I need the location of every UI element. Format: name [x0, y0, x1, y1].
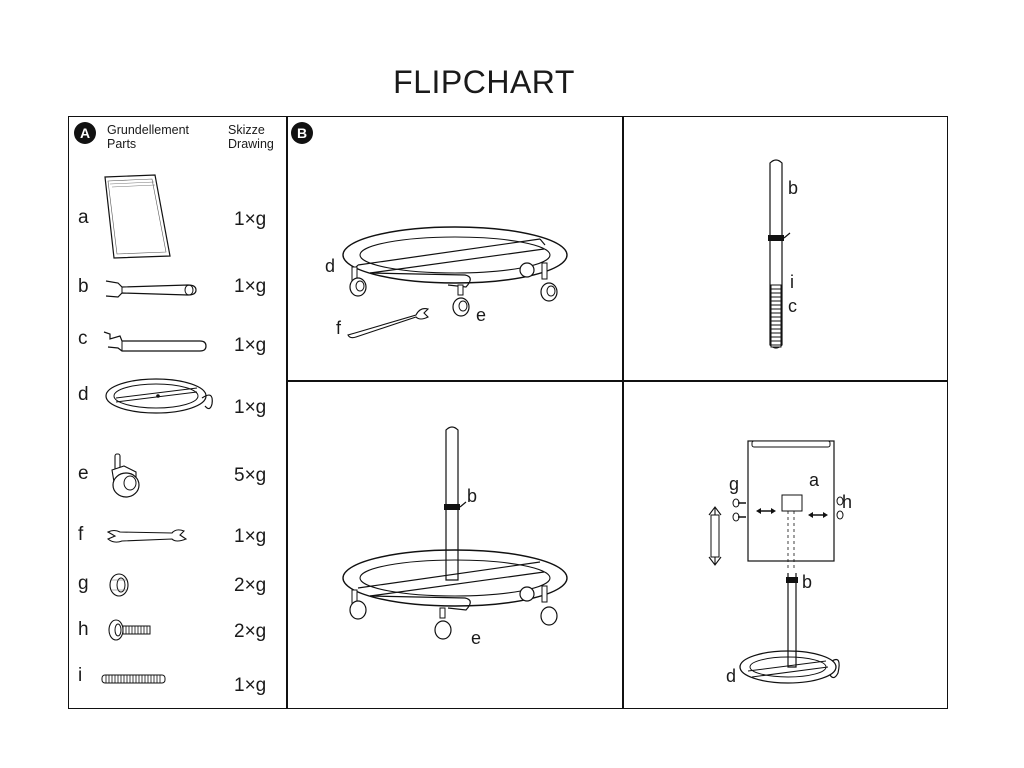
caster-icon	[540, 585, 558, 626]
drawing-header-de: Skizze	[228, 123, 265, 137]
part-quantity: 1×g	[234, 397, 267, 418]
part-quantity: 1×g	[234, 276, 267, 297]
drawing-header-en: Drawing	[228, 137, 274, 151]
drawing-column-header: Skizze Drawing	[228, 123, 274, 151]
part-letter: f	[78, 524, 84, 545]
step2-label-b: b	[788, 178, 799, 198]
step4-label-g: g	[729, 474, 740, 494]
parts-header-de: Grundellement	[107, 123, 189, 137]
part-a-board-drawing	[104, 174, 171, 259]
part-letter: a	[78, 207, 89, 228]
step4-flipchart-assembly-drawing	[708, 440, 844, 684]
part-letter: h	[78, 619, 89, 640]
step2-label-i: i	[790, 272, 794, 292]
caster-icon	[519, 262, 535, 278]
wrench-icon	[347, 308, 430, 339]
parts-column-header: Grundellement Parts	[107, 123, 189, 151]
step3-label-b: b	[467, 486, 478, 506]
part-letter: c	[78, 328, 88, 349]
step3-stand-assembly-drawing	[342, 426, 568, 640]
step1-label-f: f	[336, 318, 342, 338]
part-quantity: 2×g	[234, 575, 267, 596]
step1-label-d: d	[325, 256, 336, 276]
part-quantity: 1×g	[234, 675, 267, 696]
part-quantity: 1×g	[234, 209, 267, 230]
caster-icon	[452, 284, 470, 317]
page-title: FLIPCHART	[393, 64, 575, 100]
knob-icon	[732, 498, 746, 522]
double-arrow-vertical-icon	[708, 506, 722, 566]
part-e-caster-drawing	[111, 453, 140, 498]
step4-label-d: d	[726, 666, 737, 686]
instruction-frame	[68, 116, 948, 709]
caster-icon	[540, 262, 558, 302]
part-letter: d	[78, 384, 89, 405]
step4-label-a: a	[809, 470, 820, 490]
step2-label-c: c	[788, 296, 797, 316]
part-g-knob-drawing	[109, 573, 129, 597]
divider-rows	[286, 380, 947, 382]
caster-icon	[434, 607, 452, 640]
knob-icon	[836, 496, 844, 520]
divider-parts	[286, 117, 288, 708]
part-quantity: 5×g	[234, 465, 267, 486]
step2-tube-assembly-drawing	[768, 159, 791, 349]
part-f-wrench-drawing	[106, 529, 188, 543]
part-letter: i	[78, 665, 83, 686]
double-arrow-horizontal-icon	[756, 508, 776, 514]
caster-icon	[349, 589, 367, 620]
part-d-base-drawing	[105, 378, 213, 414]
caster-icon	[519, 586, 535, 602]
step3-label-e: e	[471, 628, 482, 648]
part-b-tube-drawing	[105, 280, 197, 298]
part-letter: e	[78, 463, 89, 484]
part-quantity: 1×g	[234, 335, 267, 356]
part-letter: g	[78, 573, 89, 594]
part-quantity: 1×g	[234, 526, 267, 547]
step1-base-assembly-drawing	[342, 226, 568, 339]
step4-label-h: h	[842, 492, 853, 512]
part-c-tube-drawing	[103, 331, 207, 352]
part-h-bolt-drawing	[108, 619, 151, 641]
part-i-spring-drawing	[101, 674, 166, 684]
step1-label-e: e	[476, 305, 487, 325]
step4-label-b: b	[802, 572, 813, 592]
divider-steps	[622, 117, 624, 708]
part-letter: b	[78, 276, 89, 297]
parts-header-en: Parts	[107, 137, 137, 151]
part-quantity: 2×g	[234, 621, 267, 642]
section-a-badge: A	[74, 122, 96, 144]
double-arrow-horizontal-icon	[808, 512, 828, 518]
section-b-badge: B	[291, 122, 313, 144]
caster-icon	[349, 266, 367, 297]
